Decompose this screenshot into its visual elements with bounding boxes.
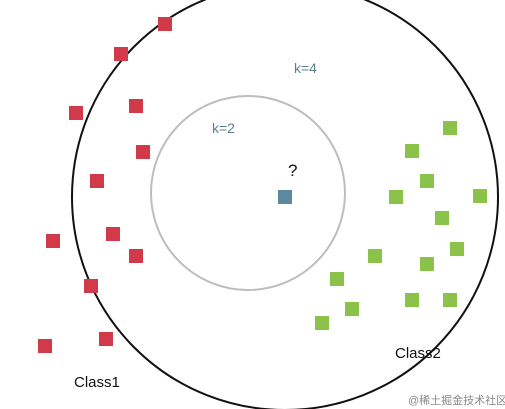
query-point — [278, 190, 292, 204]
class1-point — [136, 145, 150, 159]
query-label: ? — [288, 161, 298, 180]
class2-points — [315, 121, 487, 330]
class2-point — [405, 293, 419, 307]
class2-point — [443, 121, 457, 135]
class1-point — [69, 106, 83, 120]
class1-point — [129, 249, 143, 263]
class2-point — [420, 257, 434, 271]
class1-points — [38, 17, 172, 353]
class2-point — [389, 190, 403, 204]
k-outer-label: k=4 — [294, 60, 317, 76]
class1-point — [99, 332, 113, 346]
class1-point — [38, 339, 52, 353]
class1-point — [90, 174, 104, 188]
class1-point — [84, 279, 98, 293]
class2-point — [345, 302, 359, 316]
class2-point — [330, 272, 344, 286]
class1-point — [46, 234, 60, 248]
class1-point — [129, 99, 143, 113]
k2-neighborhood-circle — [150, 95, 346, 291]
class2-point — [315, 316, 329, 330]
class2-point — [420, 174, 434, 188]
query-point-layer — [278, 190, 292, 204]
class1-label: Class1 — [74, 374, 120, 391]
k4-neighborhood-circle — [71, 0, 499, 409]
k-inner-label: k=2 — [212, 120, 235, 136]
class1-point — [106, 227, 120, 241]
class2-point — [473, 189, 487, 203]
class2-point — [443, 293, 457, 307]
class1-point — [114, 47, 128, 61]
class2-point — [368, 249, 382, 263]
class2-label: Class2 — [395, 345, 441, 362]
class2-point — [435, 211, 449, 225]
class1-point — [158, 17, 172, 31]
class2-point — [405, 144, 419, 158]
class2-point — [450, 242, 464, 256]
watermark: @稀土掘金技术社区 — [408, 395, 505, 407]
